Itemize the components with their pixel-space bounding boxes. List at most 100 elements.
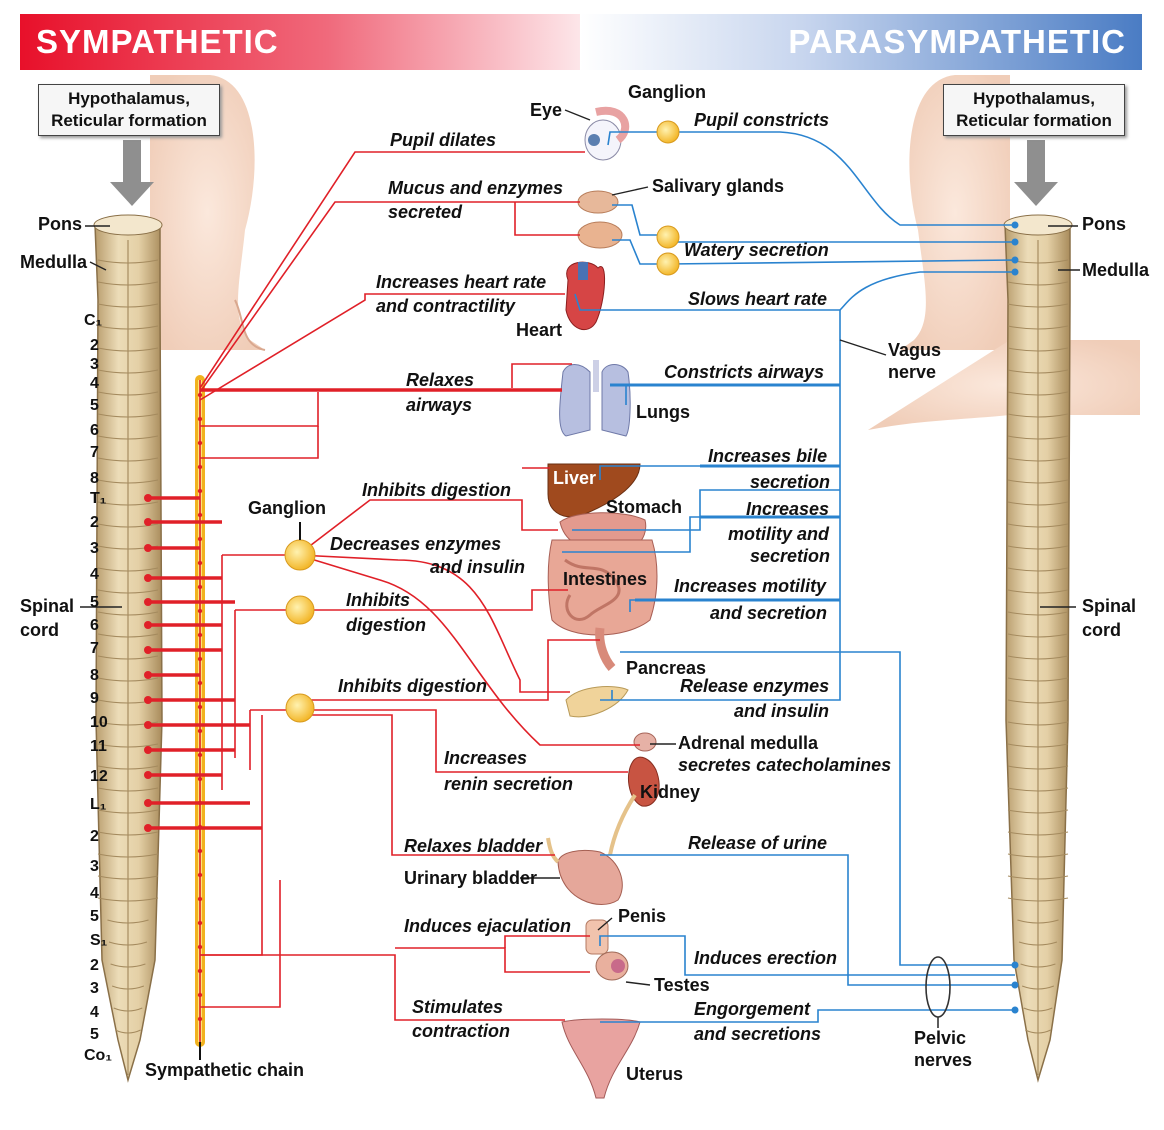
pelvic-nerve-bundle bbox=[925, 956, 951, 1018]
segment-label: 2 bbox=[90, 957, 99, 974]
uterus-organ bbox=[561, 1018, 641, 1099]
cord-segment-ring bbox=[1007, 677, 1069, 682]
right-spinal-cord-label-1: Spinal bbox=[1082, 596, 1137, 616]
para-engorge-label-1: Engorgement bbox=[694, 999, 811, 1019]
cord-segment-ring bbox=[1007, 611, 1069, 616]
para-watery-label: Watery secretion bbox=[684, 240, 829, 260]
sym-heart-label-1: Increases heart rate bbox=[376, 272, 547, 292]
urinary-bladder-organ bbox=[546, 837, 623, 905]
segment-label: L₁ bbox=[90, 796, 107, 813]
chain-ganglion bbox=[197, 464, 203, 470]
left-down-arrow bbox=[110, 140, 154, 206]
cord-segment-ring bbox=[1007, 347, 1069, 352]
left-cord-segments bbox=[97, 259, 159, 1034]
parasympathetic-root-dots bbox=[1011, 221, 1019, 1014]
chain-ganglion bbox=[197, 608, 203, 614]
eye-organ bbox=[584, 106, 630, 161]
chain-ganglion bbox=[197, 944, 203, 950]
cord-segment-ring bbox=[1007, 765, 1069, 770]
segment-label: 2 bbox=[90, 514, 99, 531]
segment-label: 12 bbox=[90, 768, 108, 785]
cord-segment-ring bbox=[1007, 523, 1069, 528]
chain-ganglion bbox=[197, 632, 203, 638]
segment-label: 5 bbox=[90, 594, 99, 611]
organ-testes-label: Testes bbox=[654, 975, 710, 995]
sym-inhibits-label-3: Inhibits digestion bbox=[338, 676, 487, 696]
chain-ganglion bbox=[197, 704, 203, 710]
cord-segment-ring bbox=[97, 303, 159, 308]
chain-ganglion bbox=[197, 992, 203, 998]
cord-segment-ring bbox=[1007, 853, 1069, 858]
lungs-organ bbox=[559, 360, 631, 437]
segment-label: 4 bbox=[90, 375, 99, 392]
cord-segment-ring bbox=[111, 985, 145, 990]
right-medulla-label: Medulla bbox=[1082, 260, 1150, 280]
chain-ganglia bbox=[197, 392, 203, 1022]
pelvic-label-1: Pelvic bbox=[914, 1028, 967, 1048]
cord-segment-ring bbox=[97, 479, 159, 484]
chain-ganglion bbox=[197, 656, 203, 662]
segment-label: T₁ bbox=[90, 490, 107, 507]
segment-label: S₁ bbox=[90, 932, 108, 949]
chain-ganglion bbox=[197, 776, 203, 782]
intestines-organ bbox=[547, 539, 658, 671]
left-brain-box-line2: Reticular formation bbox=[51, 111, 207, 130]
cord-segment-ring bbox=[1007, 281, 1069, 286]
organ-uterus-label: Uterus bbox=[626, 1064, 684, 1084]
chain-ganglion bbox=[197, 896, 203, 902]
vagus-label-1: Vagus bbox=[888, 340, 942, 360]
cord-segment-ring bbox=[97, 457, 159, 462]
chain-ganglion bbox=[197, 752, 203, 758]
right-spinal-cord bbox=[1003, 214, 1073, 1083]
parasympathetic-banner: PARASYMPATHETIC bbox=[580, 14, 1142, 70]
sym-inhibits-label-1: Inhibits digestion bbox=[362, 480, 511, 500]
cord-segment-ring bbox=[97, 369, 159, 374]
cord-segment-ring bbox=[1007, 325, 1069, 330]
left-ganglion-label: Ganglion bbox=[248, 498, 326, 518]
cord-segment-ring bbox=[1007, 831, 1069, 836]
cord-segment-ring bbox=[1007, 787, 1069, 792]
organ-kidney-label: Kidney bbox=[640, 782, 701, 802]
chain-ganglion bbox=[197, 968, 203, 974]
kidney-organ bbox=[608, 732, 660, 856]
cord-segment-ring bbox=[97, 589, 159, 594]
left-brain-box: Hypothalamus, Reticular formation bbox=[38, 84, 220, 136]
cord-segment-ring bbox=[1018, 941, 1058, 946]
chain-ganglion bbox=[197, 536, 203, 542]
cord-segment-ring bbox=[1007, 413, 1069, 418]
segment-label: 3 bbox=[90, 540, 99, 557]
para-motility-label-3: secretion bbox=[750, 546, 831, 566]
segment-label: 4 bbox=[90, 566, 99, 583]
sym-mucus-label-2: secreted bbox=[388, 202, 463, 222]
cord-segment-ring bbox=[1007, 567, 1069, 572]
segment-label: 5 bbox=[90, 1026, 99, 1043]
right-spinal-cord-label-2: cord bbox=[1082, 620, 1122, 640]
cord-segment-ring bbox=[97, 787, 159, 792]
left-spinal-cord bbox=[93, 214, 163, 1083]
cord-segment-ring bbox=[97, 633, 159, 638]
cord-segment-ring bbox=[115, 1029, 141, 1034]
cord-segment-ring bbox=[1021, 985, 1055, 990]
cord-segment-ring bbox=[97, 523, 159, 528]
cord-segment-ring bbox=[97, 501, 159, 506]
parasympathetic-title: PARASYMPATHETIC bbox=[788, 23, 1126, 60]
left-pons-label: Pons bbox=[38, 214, 83, 234]
sym-airways-label-2: airways bbox=[406, 395, 473, 415]
cord-segment-ring bbox=[1007, 589, 1069, 594]
cord-segment-ring bbox=[1007, 721, 1069, 726]
cord-segment-ring bbox=[97, 809, 159, 814]
segment-label: 10 bbox=[90, 714, 108, 731]
cord-segment-ring bbox=[1007, 435, 1069, 440]
para-intestine-label-2: and secretion bbox=[710, 603, 828, 623]
sym-contraction-label-2: contraction bbox=[412, 1021, 511, 1041]
cord-segment-ring bbox=[1020, 963, 1056, 968]
cord-segment-ring bbox=[97, 435, 159, 440]
para-motility-label-2: motility and bbox=[728, 524, 830, 544]
organ-adrenal-label-1: Adrenal medulla bbox=[678, 733, 819, 753]
chain-ganglion bbox=[197, 680, 203, 686]
segment-label: 6 bbox=[90, 617, 99, 634]
para-motility-label-1: Increases bbox=[746, 499, 830, 519]
para-bile-label-1: Increases bile bbox=[708, 446, 828, 466]
cord-segment-ring bbox=[97, 765, 159, 770]
